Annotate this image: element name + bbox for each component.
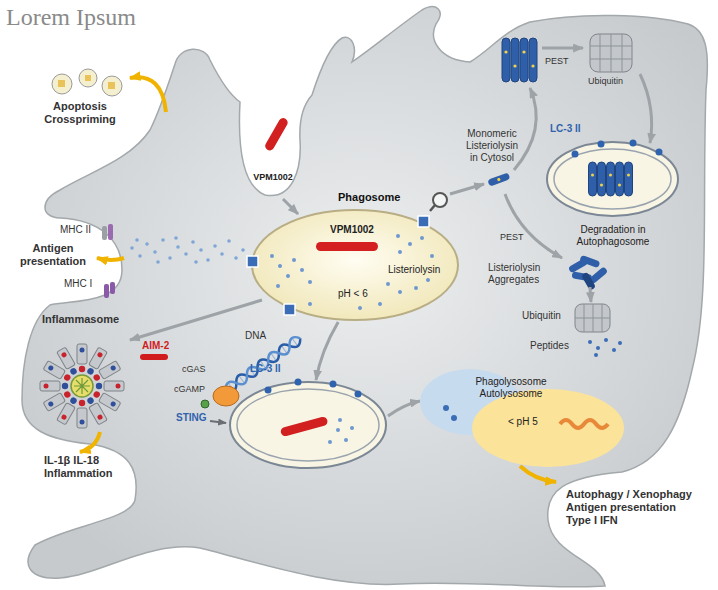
molecule-label: Peptides (530, 340, 569, 352)
output-arrow (520, 466, 556, 482)
flow-arrow (283, 199, 298, 214)
molecule-label: cGAMP (174, 384, 205, 395)
aim2-protein (140, 354, 168, 360)
autophagosome: LC-3 II (228, 380, 388, 470)
molecule-label: MHC II (60, 224, 91, 236)
flow-arrow (542, 47, 583, 50)
flow-arrow (388, 401, 420, 416)
complex-label: Inflammasome (42, 313, 119, 326)
bacterium (264, 116, 290, 152)
motif-label: PEST (500, 232, 524, 243)
proteasome (575, 304, 610, 332)
node-text: LC-3 II (250, 363, 281, 375)
proteasome (590, 34, 632, 72)
flow-arrow (316, 322, 338, 380)
node-text: Listeriolysin (388, 264, 440, 276)
cgas-enzyme (213, 386, 239, 406)
node-text: LC-3 II (550, 123, 581, 135)
flow-arrow (505, 194, 562, 258)
pathogen-label: VPM1002 (249, 172, 297, 183)
node-text: Phagolysosome Autolysosome (470, 376, 552, 400)
flow-arrow (640, 74, 652, 143)
node-text: VPM1002 (330, 224, 374, 236)
listeriolysin-aggregates (568, 255, 608, 291)
autophagosome-outline (545, 140, 680, 218)
molecule-label: AIM-2 (142, 340, 169, 352)
cell-membrane (22, 7, 707, 587)
outcome-label: Autophagy / Xenophagy Antigen presentati… (566, 488, 696, 528)
outcome-label: Antigen presentation (20, 242, 86, 268)
molecule-label: Monomeric Listeriolysin in Cytosol (462, 128, 522, 164)
listeriolysin-pore-stack (502, 38, 537, 82)
motif-label: PEST (545, 56, 569, 67)
phagosome: PhagosomeVPM1002ListeriolysinpH < 6 (250, 208, 460, 322)
output-arrow (97, 258, 124, 260)
molecule-label: cGAS (182, 364, 206, 375)
molecule-label: Ubiquitin (588, 76, 623, 87)
flow-arrow (210, 421, 226, 423)
node-text: Phagosome (338, 191, 400, 204)
node-text: < pH 5 (508, 416, 538, 428)
node-text: pH < 6 (338, 288, 368, 300)
molecule-label: DNA (245, 330, 266, 342)
molecule-label: STING (176, 412, 207, 424)
flow-arrow (514, 88, 536, 170)
node-text: Degradation in Autophagosome (571, 224, 655, 248)
peptide-fragments (588, 338, 622, 357)
inflammasome-complex (40, 344, 124, 428)
phagolysosome: Phagolysosome Autolysosome < pH 5 (420, 368, 625, 468)
flow-arrow (590, 287, 591, 302)
molecule-label: Listeriolysin Aggregates (488, 262, 540, 286)
output-arrow (80, 432, 100, 452)
flow-arrow (130, 300, 262, 340)
autophagosome-outline (228, 380, 388, 470)
autophagosome: LC-3 IIDegradation in Autophagosome (545, 140, 680, 218)
magnifier-icon (430, 193, 447, 211)
flow-arrow (450, 184, 484, 194)
outcome-label: IL-1β IL-18 Inflammation (44, 454, 112, 480)
output-arrow (130, 77, 166, 112)
antigen-particles (130, 236, 245, 264)
listeriolysin-monomer (487, 172, 510, 186)
apoptotic-bodies (52, 69, 122, 96)
outcome-label: Apoptosis Crosspriming (40, 100, 120, 126)
figure-title: Lorem Ipsum (6, 3, 136, 32)
cgamp-molecule (201, 400, 209, 408)
molecule-label: Ubiquitin (522, 310, 561, 322)
molecule-label: MHC I (64, 278, 92, 290)
